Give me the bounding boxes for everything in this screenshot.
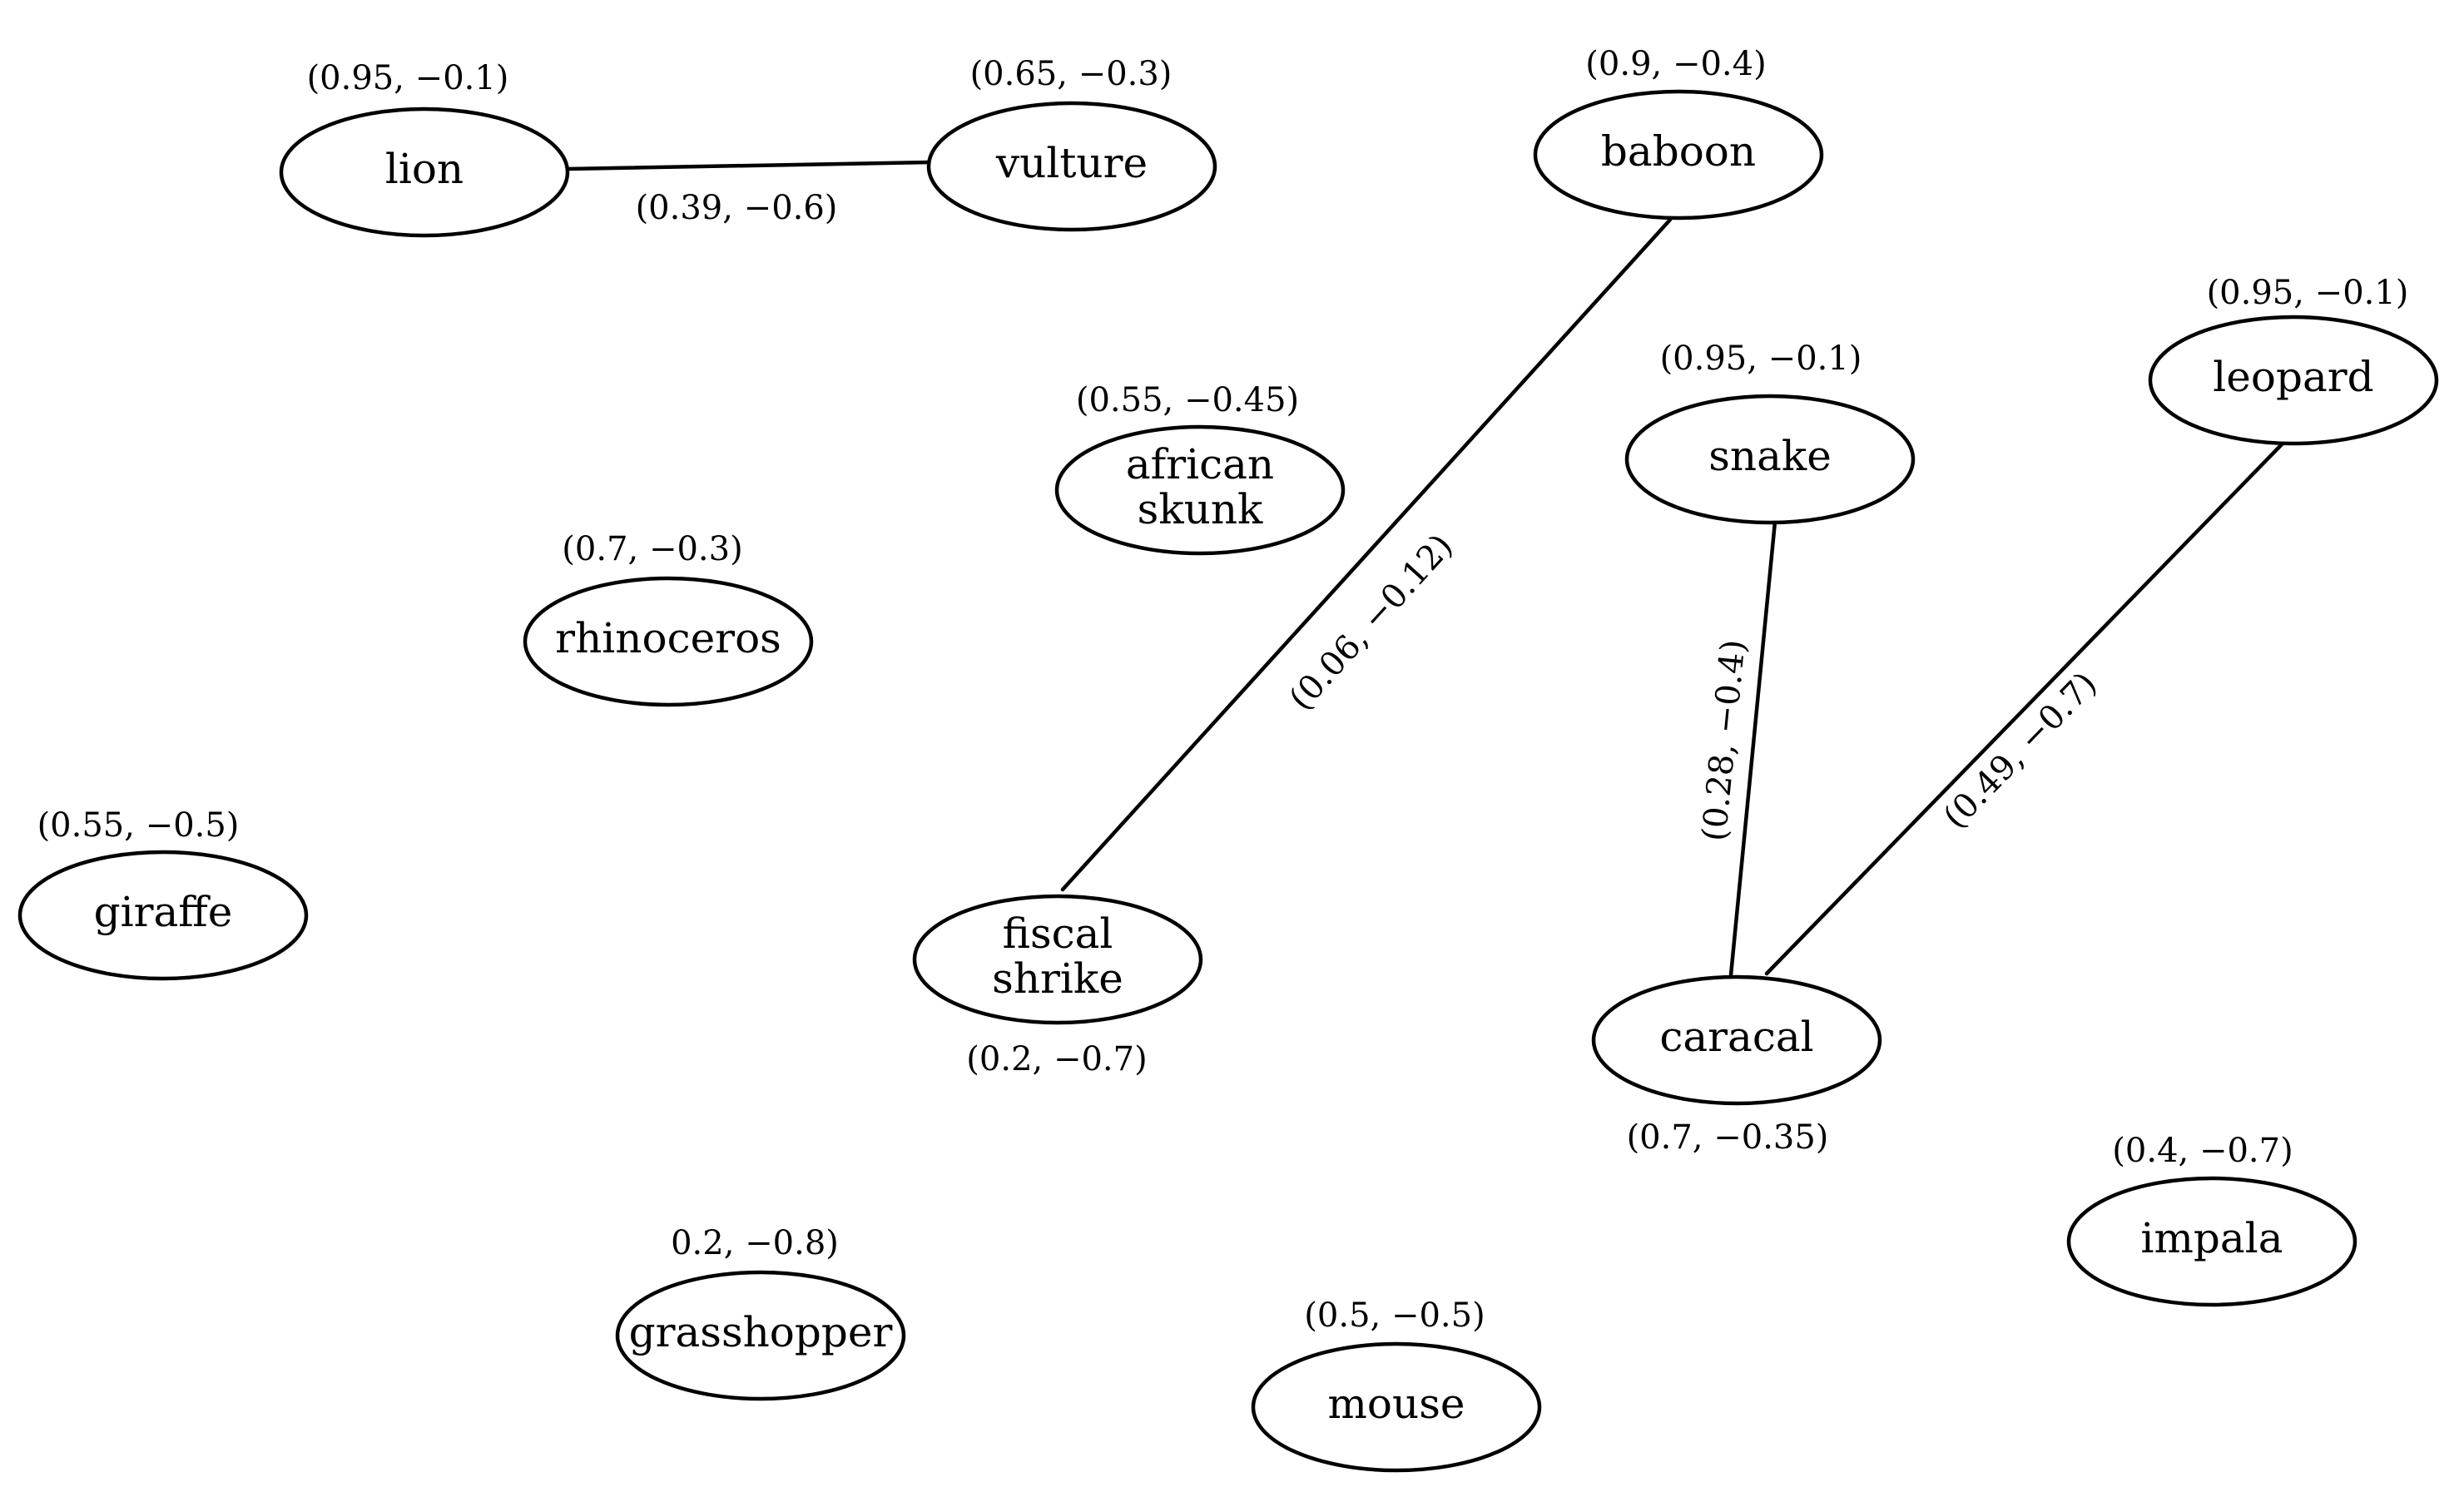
node-baboon: baboon (0.9, −0.4) xyxy=(1533,45,1824,221)
edge-label-snake-caracal: (0.28, −0.4) xyxy=(1695,638,1753,843)
node-label-leopard: leopard xyxy=(2213,353,2373,401)
node-annotation-snake: (0.95, −0.1) xyxy=(1660,340,1862,378)
node-annotation-leopard: (0.95, −0.1) xyxy=(2207,274,2409,312)
edge-label-lion-vulture: (0.39, −0.6) xyxy=(636,189,838,227)
node-ellipse-baboon xyxy=(1533,89,1824,221)
node-label-vulture: vulture xyxy=(995,139,1148,187)
edge-baboon-fiscal-shrike xyxy=(1060,217,1673,892)
node-label-african-skunk-line-0: african xyxy=(1126,440,1274,488)
node-impala: impala (0.4, −0.7) xyxy=(2066,1132,2357,1307)
node-lion: lion (0.95, −0.1) xyxy=(279,59,570,238)
node-leopard: leopard (0.95, −0.1) xyxy=(2148,274,2439,446)
node-rhinoceros: rhinoceros (0.7, −0.3) xyxy=(523,530,814,707)
node-label-rhinoceros: rhinoceros xyxy=(555,614,781,662)
node-ellipse-vulture xyxy=(926,101,1217,232)
node-ellipse-rhinoceros xyxy=(523,576,814,707)
node-annotation-fiscal-shrike: (0.2, −0.7) xyxy=(966,1040,1147,1078)
node-ellipse-grasshopper xyxy=(615,1270,906,1401)
node-label-african-skunk-line-1: skunk xyxy=(1138,485,1263,533)
node-label-giraffe: giraffe xyxy=(94,888,233,936)
node-label-baboon: baboon xyxy=(1601,127,1756,176)
node-annotation-mouse: (0.5, −0.5) xyxy=(1304,1296,1485,1335)
edge-label-baboon-fiscal-shrike: (0.06, −0.12) xyxy=(1282,527,1460,717)
node-annotation-grasshopper: 0.2, −0.8) xyxy=(671,1224,839,1262)
node-ellipse-mouse xyxy=(1251,1341,1542,1473)
node-annotation-vulture: (0.65, −0.3) xyxy=(970,55,1173,93)
node-ellipse-african-skunk xyxy=(1054,424,1346,556)
node-giraffe: giraffe (0.55, −0.5) xyxy=(17,806,309,981)
node-annotation-african-skunk: (0.55, −0.45) xyxy=(1076,381,1299,419)
node-label-grasshopper: grasshopper xyxy=(629,1308,893,1356)
node-annotation-impala: (0.4, −0.7) xyxy=(2112,1132,2293,1170)
node-annotation-baboon: (0.9, −0.4) xyxy=(1585,45,1766,83)
node-annotation-giraffe: (0.55, −0.5) xyxy=(37,806,240,845)
node-vulture: vulture (0.65, −0.3) xyxy=(926,55,1217,232)
node-ellipse-lion xyxy=(279,107,570,238)
node-caracal: caracal (0.7, −0.35) xyxy=(1591,974,1882,1157)
node-ellipse-impala xyxy=(2066,1176,2357,1307)
node-label-lion: lion xyxy=(385,145,464,193)
node-snake: snake (0.95, −0.1) xyxy=(1624,340,1916,525)
node-label-impala: impala xyxy=(2140,1214,2283,1262)
edge-label-leopard-caracal: (0.49, −0.7) xyxy=(1936,665,2105,836)
node-label-snake: snake xyxy=(1708,432,1832,480)
node-ellipse-fiscal-shrike xyxy=(912,894,1203,1025)
node-annotation-lion: (0.95, −0.1) xyxy=(307,59,509,97)
edge-leopard-caracal xyxy=(1764,441,2285,976)
node-annotation-caracal: (0.7, −0.35) xyxy=(1627,1118,1829,1157)
node-ellipse-leopard xyxy=(2148,315,2439,446)
node-label-mouse: mouse xyxy=(1328,1380,1465,1428)
node-label-fiscal-shrike-line-0: fiscal xyxy=(1003,910,1113,958)
edge-lion-vulture xyxy=(565,160,933,171)
node-label-caracal: caracal xyxy=(1659,1013,1813,1061)
node-grasshopper: grasshopper 0.2, −0.8) xyxy=(615,1224,906,1401)
node-ellipse-giraffe xyxy=(17,850,309,981)
node-label-fiscal-shrike-line-1: shrike xyxy=(992,954,1123,1003)
node-mouse: mouse (0.5, −0.5) xyxy=(1251,1296,1542,1473)
node-ellipse-snake xyxy=(1624,394,1916,525)
edge-snake-caracal xyxy=(1728,519,1777,978)
nodes-layer: lion (0.95, −0.1) vulture (0.65, −0.3) baboo… xyxy=(17,45,2439,1473)
edges-layer: (0.39, −0.6) (0.06, −0.12) (0.28, −0.4) (0.… xyxy=(565,160,2285,978)
node-ellipse-caracal xyxy=(1591,974,1882,1106)
node-annotation-rhinoceros: (0.7, −0.3) xyxy=(562,530,742,568)
